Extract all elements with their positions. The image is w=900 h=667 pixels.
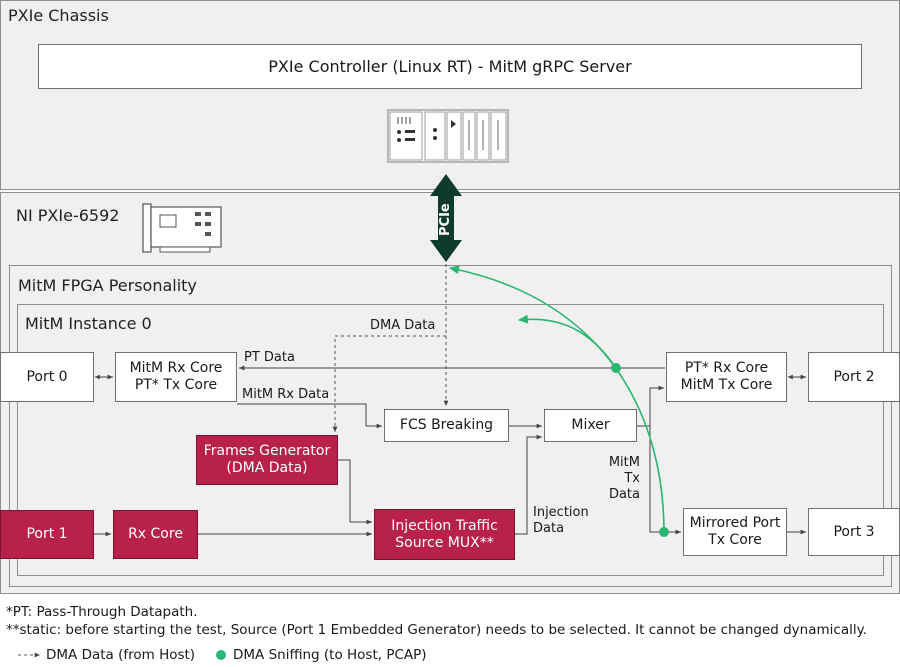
sniff-path-pt — [517, 314, 617, 369]
card-icon — [142, 203, 222, 253]
mitm-rx-core-block: MitM Rx Core PT* Tx Core — [115, 352, 237, 402]
fpga-title: MitM FPGA Personality — [18, 276, 197, 295]
chassis-title: PXIe Chassis — [8, 6, 109, 25]
instance-title: MitM Instance 0 — [25, 314, 152, 333]
pt-data-label: PT Data — [244, 350, 295, 365]
injection-data-label: Injection Data — [533, 505, 589, 536]
controller-label: PXIe Controller (Linux RT) - MitM gRPC S… — [268, 57, 632, 76]
legend-sniff-dot — [216, 650, 226, 660]
dma-data-label: DMA Data — [370, 318, 436, 333]
port0-block: Port 0 — [0, 352, 94, 402]
mixer-block: Mixer — [544, 409, 637, 442]
port1-block: Port 1 — [0, 510, 94, 559]
injection-mux-block: Injection Traffic Source MUX** — [374, 509, 515, 560]
legend-dma-sniff: DMA Sniffing (to Host, PCAP) — [233, 647, 427, 663]
port3-block: Port 3 — [808, 508, 900, 556]
pcie-label: PCIe — [438, 203, 453, 236]
mitm-rx-data-label: MitM Rx Data — [242, 387, 330, 402]
note-static: **static: before starting the test, Sour… — [6, 622, 867, 638]
fcs-breaking-block: FCS Breaking — [384, 409, 509, 442]
sniff-dot-pt — [611, 363, 621, 373]
pcie-double-arrow — [430, 174, 462, 262]
mirrored-port-block: Mirrored Port Tx Core — [683, 508, 787, 556]
controller-box: PXIe Controller (Linux RT) - MitM gRPC S… — [38, 44, 862, 89]
chassis-icon — [387, 109, 509, 163]
card-title: NI PXIe-6592 — [16, 206, 120, 225]
port2-block: Port 2 — [808, 352, 900, 402]
rx-core-block: Rx Core — [113, 510, 198, 559]
mitm-tx-data-label: MitM Tx Data — [608, 455, 640, 502]
legend-dma-host: DMA Data (from Host) — [46, 647, 196, 663]
pt-rx-core-block: PT* Rx Core MitM Tx Core — [666, 352, 787, 402]
frames-generator-block: Frames Generator (DMA Data) — [196, 435, 338, 485]
sniff-dot-mirrored — [659, 527, 669, 537]
note-pt: *PT: Pass-Through Datapath. — [6, 604, 198, 620]
